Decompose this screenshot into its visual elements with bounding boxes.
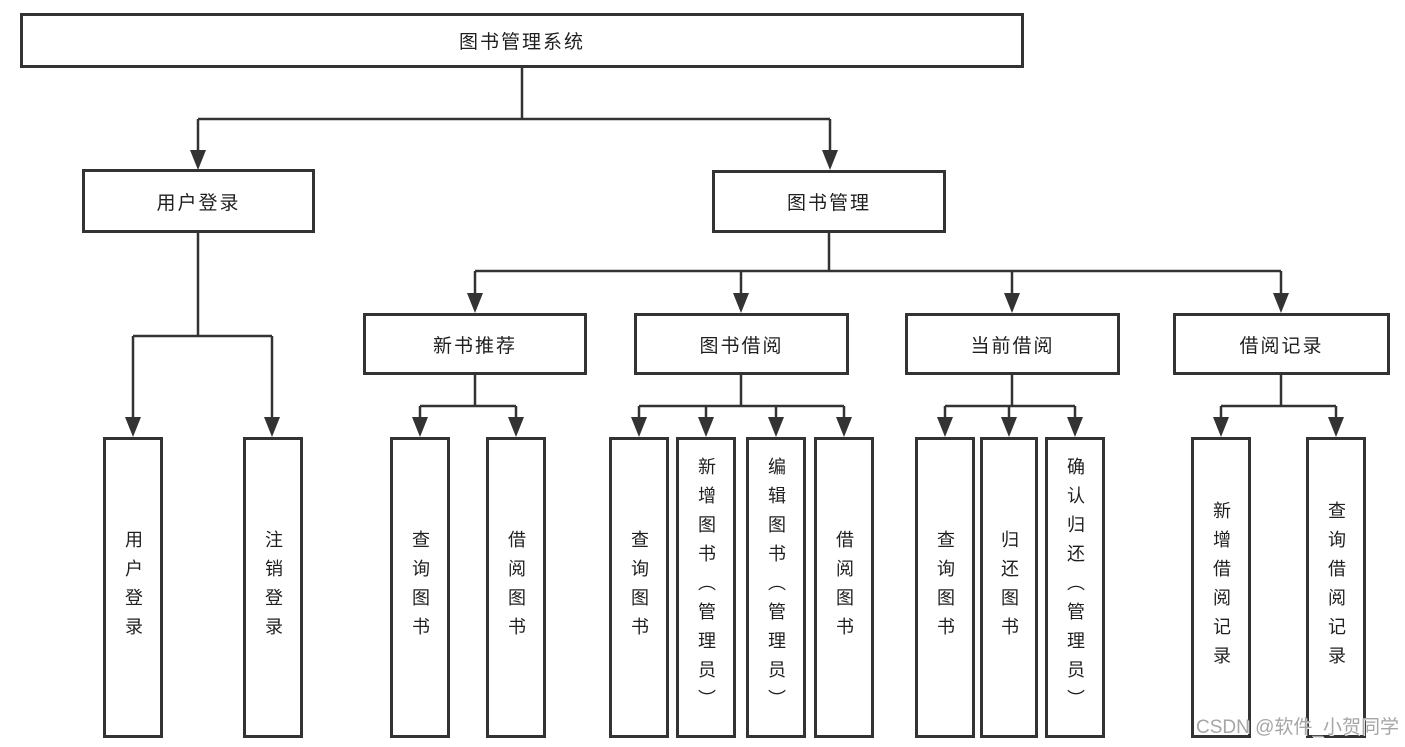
node-borrowing-records: 借阅记录	[1173, 313, 1390, 375]
leaf-edit-books-admin-label: 编辑图书（管理员）	[766, 457, 786, 718]
leaf-logout: 注销登录	[243, 437, 303, 738]
leaf-confirm-return-admin: 确认归还（管理员）	[1045, 437, 1105, 738]
leaf-add-borrow-record-label: 新增借阅记录	[1211, 500, 1231, 675]
leaf-query-books-3-label: 查询图书	[935, 529, 955, 646]
leaf-query-books-1: 查询图书	[390, 437, 450, 738]
csdn-watermark: CSDN @软件_小贺同学	[1196, 717, 1399, 738]
leaf-query-books-2-label: 查询图书	[629, 529, 649, 646]
node-book-borrowing: 图书借阅	[634, 313, 849, 375]
node-book-management: 图书管理	[712, 170, 946, 233]
node-borrowing-records-label: 借阅记录	[1239, 335, 1324, 357]
leaf-logout-label: 注销登录	[263, 529, 283, 646]
leaf-borrow-books-1: 借阅图书	[486, 437, 546, 738]
leaf-query-books-3: 查询图书	[915, 437, 975, 738]
leaf-user-login-label: 用户登录	[123, 529, 143, 646]
leaf-add-borrow-record: 新增借阅记录	[1191, 437, 1251, 738]
leaf-add-books-admin-label: 新增图书（管理员）	[696, 457, 716, 718]
leaf-query-borrow-record: 查询借阅记录	[1306, 437, 1366, 738]
node-current-borrowing: 当前借阅	[905, 313, 1120, 375]
leaf-return-books-label: 归还图书	[999, 529, 1019, 646]
arrowheads	[125, 150, 1344, 437]
leaf-borrow-books-1-label: 借阅图书	[506, 529, 526, 646]
node-root-label: 图书管理系统	[458, 32, 585, 53]
leaf-query-borrow-record-label: 查询借阅记录	[1326, 500, 1346, 675]
node-book-management-label: 图书管理	[786, 193, 871, 214]
leaf-borrow-books-2-label: 借阅图书	[834, 529, 854, 646]
node-user-login: 用户登录	[82, 169, 315, 233]
leaf-add-books-admin: 新增图书（管理员）	[676, 437, 736, 738]
leaf-return-books: 归还图书	[980, 437, 1038, 738]
node-root: 图书管理系统	[20, 13, 1024, 68]
leaf-query-books-2: 查询图书	[609, 437, 669, 738]
node-book-borrowing-label: 图书借阅	[699, 335, 784, 357]
node-user-login-label: 用户登录	[156, 192, 241, 214]
node-new-book-recommendation: 新书推荐	[363, 313, 587, 375]
leaf-edit-books-admin: 编辑图书（管理员）	[746, 437, 806, 738]
node-new-book-recommendation-label: 新书推荐	[432, 335, 517, 357]
leaf-query-books-1-label: 查询图书	[410, 529, 430, 646]
leaf-confirm-return-admin-label: 确认归还（管理员）	[1065, 457, 1085, 718]
leaf-user-login: 用户登录	[103, 437, 163, 738]
leaf-borrow-books-2: 借阅图书	[814, 437, 874, 738]
node-current-borrowing-label: 当前借阅	[970, 335, 1055, 357]
